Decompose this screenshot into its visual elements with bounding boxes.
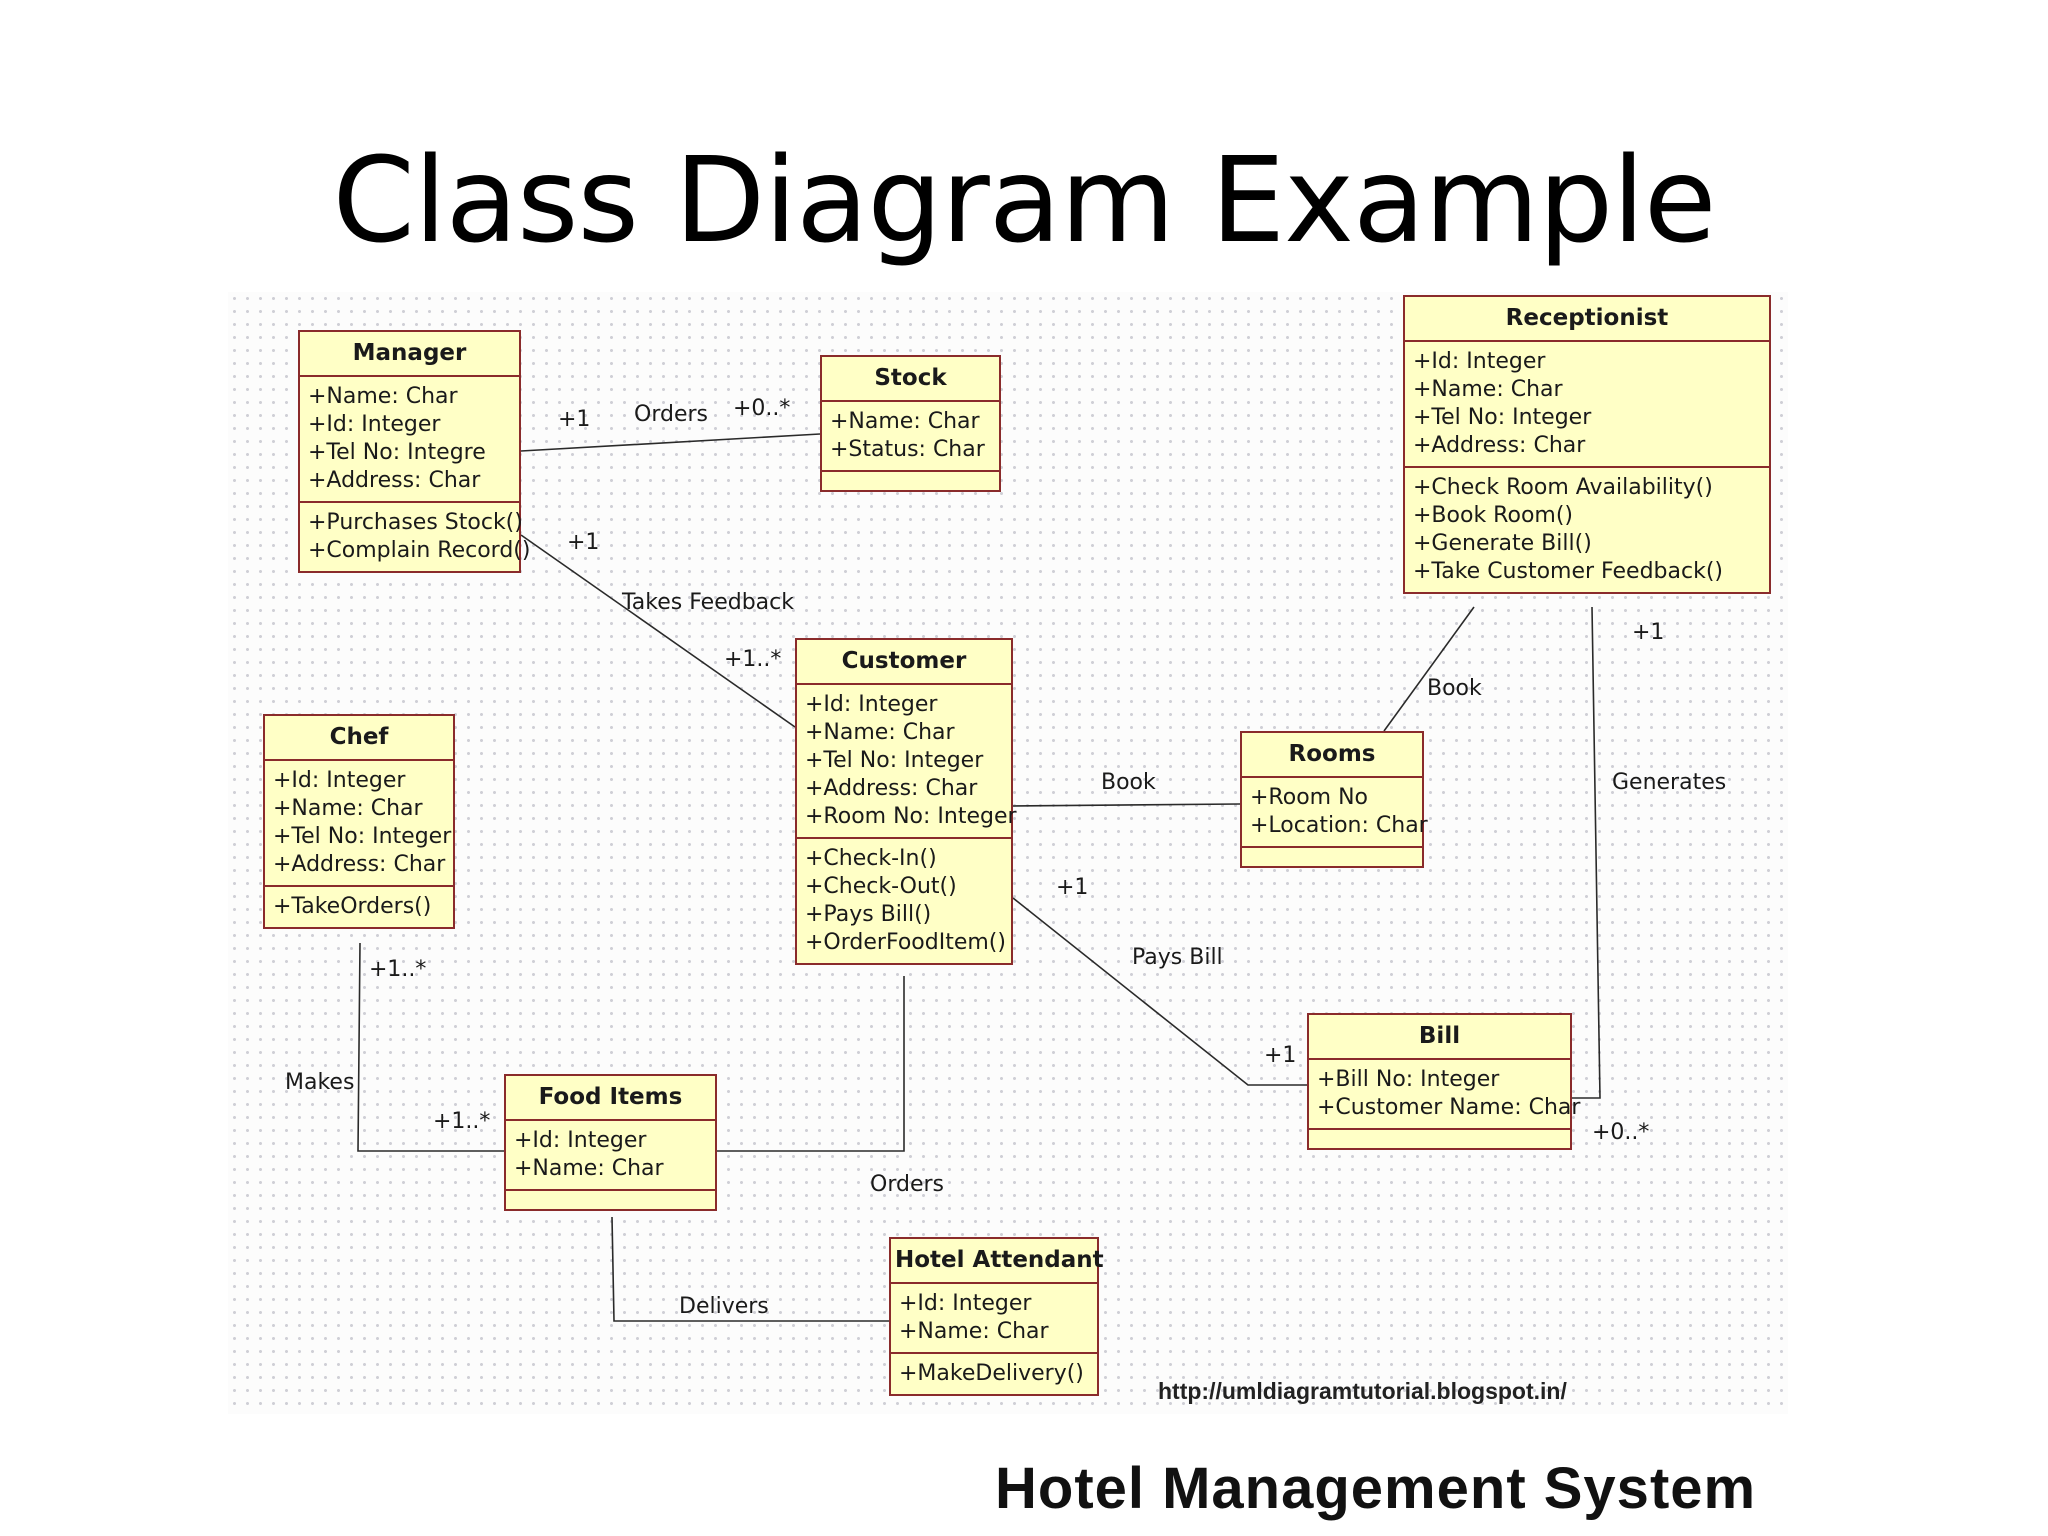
attribute: +Status: Char bbox=[830, 437, 985, 462]
operations-section bbox=[1242, 848, 1422, 866]
class-name: Bill bbox=[1309, 1015, 1570, 1060]
attribute: +Tel No: Integer bbox=[273, 824, 452, 849]
attribute: +Name: Char bbox=[273, 796, 423, 821]
operation: +Check-In() bbox=[805, 846, 937, 871]
attributes-section: +Id: Integer +Name: Char bbox=[891, 1284, 1097, 1354]
operations-section: +Purchases Stock() +Complain Record() bbox=[300, 503, 531, 571]
attribute: +Id: Integer bbox=[899, 1291, 1032, 1316]
class-name: Manager bbox=[300, 332, 519, 377]
attributes-section: +Name: Char +Id: Integer +Tel No: Integr… bbox=[300, 377, 519, 503]
attribute: +Id: Integer bbox=[1413, 349, 1546, 374]
mult-label: +1 bbox=[1264, 1043, 1297, 1068]
operation: +Check-Out() bbox=[805, 874, 957, 899]
class-name: Rooms bbox=[1242, 733, 1422, 778]
attribute: +Address: Char bbox=[273, 852, 446, 877]
attribute: +Id: Integer bbox=[308, 412, 441, 437]
attribute: +Tel No: Integer bbox=[1413, 405, 1592, 430]
operation: +Complain Record() bbox=[308, 538, 531, 563]
operation: +OrderFoodItem() bbox=[805, 930, 1006, 955]
attribute: +Name: Char bbox=[805, 720, 955, 745]
attribute: +Room No: Integer bbox=[805, 804, 1017, 829]
class-receptionist[interactable]: Receptionist +Id: Integer +Name: Char +T… bbox=[1403, 295, 1771, 594]
attributes-section: +Id: Integer +Name: Char +Tel No: Intege… bbox=[797, 685, 1017, 839]
attribute: +Tel No: Integre bbox=[308, 440, 486, 465]
class-manager[interactable]: Manager +Name: Char +Id: Integer +Tel No… bbox=[298, 330, 531, 573]
attributes-section: +Id: Integer +Name: Char bbox=[506, 1121, 715, 1191]
source-url: http://umldiagramtutorial.blogspot.in/ bbox=[1158, 1378, 1567, 1404]
operations-section: +TakeOrders() bbox=[265, 887, 453, 927]
attribute: +Name: Char bbox=[830, 409, 980, 434]
slide-subtitle: Hotel Management System bbox=[995, 1456, 1757, 1521]
mult-label: +1..* bbox=[724, 647, 782, 672]
class-name: Stock bbox=[822, 357, 999, 402]
class-bill[interactable]: Bill +Bill No: Integer +Customer Name: C… bbox=[1307, 1013, 1581, 1150]
mult-label: +1 bbox=[1632, 620, 1665, 645]
operation: +Purchases Stock() bbox=[308, 510, 523, 535]
attribute: +Customer Name: Char bbox=[1317, 1095, 1581, 1120]
mult-label: +0..* bbox=[733, 396, 791, 421]
class-name: Customer bbox=[797, 640, 1011, 685]
attributes-section: +Room No +Location: Char bbox=[1242, 778, 1428, 848]
relation-label: Makes bbox=[285, 1070, 355, 1095]
relation-label: Generates bbox=[1612, 770, 1727, 795]
attribute: +Name: Char bbox=[514, 1156, 664, 1181]
attribute: +Id: Integer bbox=[805, 692, 938, 717]
operation: +MakeDelivery() bbox=[899, 1361, 1084, 1386]
operation: +TakeOrders() bbox=[273, 894, 432, 919]
attribute: +Tel No: Integer bbox=[805, 748, 984, 773]
attributes-section: +Name: Char +Status: Char bbox=[822, 402, 999, 472]
page-title: Class Diagram Example bbox=[332, 131, 1716, 269]
class-name: Hotel Attendant bbox=[891, 1239, 1104, 1284]
attributes-section: +Id: Integer +Name: Char +Tel No: Intege… bbox=[265, 761, 453, 887]
attribute: +Name: Char bbox=[1413, 377, 1563, 402]
attributes-section: +Bill No: Integer +Customer Name: Char bbox=[1309, 1060, 1581, 1130]
relation-label: Book bbox=[1427, 676, 1482, 701]
attributes-section: +Id: Integer +Name: Char +Tel No: Intege… bbox=[1405, 342, 1769, 468]
mult-label: +1..* bbox=[369, 957, 427, 982]
operation: +Pays Bill() bbox=[805, 902, 932, 927]
class-chef[interactable]: Chef +Id: Integer +Name: Char +Tel No: I… bbox=[263, 714, 455, 929]
operations-section: +Check-In() +Check-Out() +Pays Bill() +O… bbox=[797, 839, 1011, 963]
class-hotel-attendant[interactable]: Hotel Attendant +Id: Integer +Name: Char… bbox=[889, 1237, 1104, 1396]
operations-section bbox=[822, 472, 999, 490]
attribute: +Id: Integer bbox=[273, 768, 406, 793]
operation: +Check Room Availability() bbox=[1413, 475, 1713, 500]
attribute: +Id: Integer bbox=[514, 1128, 647, 1153]
operations-section bbox=[1309, 1130, 1570, 1148]
mult-label: +1 bbox=[567, 530, 600, 555]
attribute: +Address: Char bbox=[308, 468, 481, 493]
operation: +Book Room() bbox=[1413, 503, 1573, 528]
class-customer[interactable]: Customer +Id: Integer +Name: Char +Tel N… bbox=[795, 638, 1017, 965]
mult-label: +1 bbox=[1056, 875, 1089, 900]
operations-section: +Check Room Availability() +Book Room() … bbox=[1405, 468, 1769, 592]
relation-label: Takes Feedback bbox=[622, 590, 794, 615]
class-food-items[interactable]: Food Items +Id: Integer +Name: Char bbox=[504, 1074, 717, 1211]
class-name: Food Items bbox=[506, 1076, 715, 1121]
relation-label: Pays Bill bbox=[1132, 945, 1223, 970]
class-name: Receptionist bbox=[1405, 297, 1769, 342]
attribute: +Room No bbox=[1250, 785, 1368, 810]
mult-label: +0..* bbox=[1592, 1120, 1650, 1145]
relation-label: Orders bbox=[870, 1172, 944, 1197]
mult-label: +1..* bbox=[433, 1109, 491, 1134]
attribute: +Address: Char bbox=[805, 776, 978, 801]
class-stock[interactable]: Stock +Name: Char +Status: Char bbox=[820, 355, 1001, 492]
operations-section: +MakeDelivery() bbox=[891, 1354, 1097, 1394]
relation-label: Orders bbox=[634, 402, 708, 427]
operation: +Take Customer Feedback() bbox=[1413, 559, 1723, 584]
relation-label: Book bbox=[1101, 770, 1156, 795]
operation: +Generate Bill() bbox=[1413, 531, 1592, 556]
attribute: +Location: Char bbox=[1250, 813, 1428, 838]
attribute: +Address: Char bbox=[1413, 433, 1586, 458]
class-rooms[interactable]: Rooms +Room No +Location: Char bbox=[1240, 731, 1428, 868]
attribute: +Name: Char bbox=[899, 1319, 1049, 1344]
attribute: +Bill No: Integer bbox=[1317, 1067, 1500, 1092]
mult-label: +1 bbox=[558, 407, 591, 432]
attribute: +Name: Char bbox=[308, 384, 458, 409]
operations-section bbox=[506, 1191, 715, 1209]
relation-label: Delivers bbox=[679, 1294, 769, 1319]
class-name: Chef bbox=[265, 716, 453, 761]
